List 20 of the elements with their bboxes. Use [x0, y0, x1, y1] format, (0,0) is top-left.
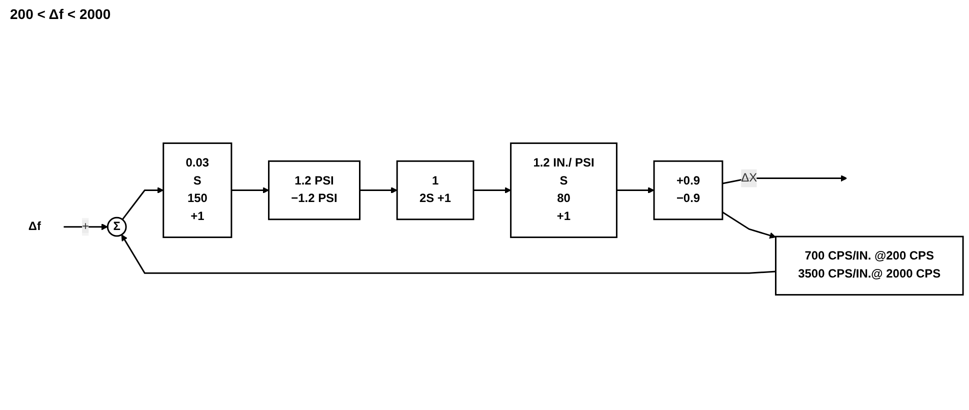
node-text: Δf: [28, 220, 41, 233]
arrow: [616, 186, 654, 194]
edge-label: +: [82, 220, 89, 233]
note-text: 200 < Δf < 2000: [10, 6, 111, 22]
node-box: 1.2 PSI −1.2 PSI: [268, 160, 360, 220]
arrow: [722, 175, 848, 184]
node-box: 1.2 IN./ PSI S 80 +1: [510, 142, 618, 238]
node-circle: Σ: [106, 216, 127, 237]
node-box: 0.03 S 150 +1: [162, 142, 232, 238]
node-box: +0.9 −0.9: [653, 160, 724, 220]
arrow: [63, 224, 108, 230]
node-box: 700 CPS/IN. @200 CPS 3500 CPS/IN.@ 2000 CPS: [774, 236, 964, 296]
edge-label: ΔX: [741, 172, 758, 184]
arrow: [231, 186, 270, 194]
arrow: [473, 186, 512, 194]
arrow: [722, 211, 776, 239]
arrow: [360, 186, 398, 194]
arrow: [122, 186, 164, 220]
node-box: 1 2S +1: [396, 160, 474, 220]
arrow: [121, 234, 776, 274]
